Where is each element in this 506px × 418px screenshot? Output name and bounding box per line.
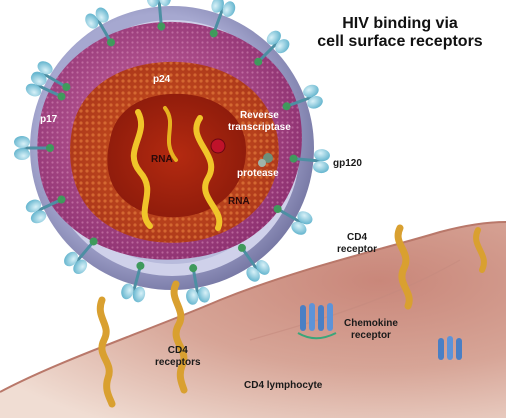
- label-rna-2: RNA: [228, 196, 250, 207]
- protease-molecule-2: [258, 159, 266, 167]
- gp120-knob: [146, 0, 159, 8]
- gp41-node: [282, 102, 291, 111]
- diagram-title: HIV binding via cell surface receptors: [300, 15, 500, 51]
- gp41-node: [289, 154, 298, 163]
- cd4-receptor-right: [394, 224, 487, 310]
- gp41-node: [89, 237, 98, 246]
- label-cd4-receptor-line2: receptor: [337, 243, 378, 255]
- gp120-knob: [73, 259, 88, 275]
- gp41-node: [46, 144, 54, 152]
- gp120-knob: [222, 1, 236, 17]
- label-chemokine-receptor-line1: Chemokine: [344, 318, 398, 329]
- gp120-knob: [313, 149, 330, 162]
- reverse-transcriptase-molecule: [210, 138, 226, 154]
- rna-strand-2: [193, 115, 223, 231]
- gp120-knob: [158, 0, 171, 7]
- label-cd4-receptor: CD4 receptor: [337, 232, 377, 255]
- gp41-node: [57, 195, 66, 204]
- chemokine-receptor-1: [297, 303, 337, 340]
- gp120-knob: [14, 148, 30, 160]
- label-reverse-transcriptase-line1: Reverse: [239, 110, 279, 121]
- gp41-node: [157, 22, 166, 31]
- gp120-knob: [37, 61, 53, 75]
- gp120-knob: [197, 286, 211, 303]
- cell-membrane: [0, 222, 506, 418]
- gp120-knob: [246, 266, 260, 282]
- title-line-1: HIV binding via: [342, 15, 458, 32]
- gp41-node: [136, 261, 145, 270]
- gp120-knob: [132, 286, 146, 303]
- gp120-knob: [121, 283, 134, 300]
- gp120-knob: [25, 199, 42, 213]
- gp41-node: [189, 264, 198, 273]
- rna-strand-1: [130, 109, 153, 229]
- gp41-node: [57, 92, 66, 101]
- label-cd4-receptors-line2: receptors: [155, 356, 201, 368]
- gp120-knob: [312, 161, 329, 174]
- cd4-receptors-left: [96, 280, 188, 408]
- gp120-knob: [303, 84, 319, 98]
- label-cd4-receptors-line1: CD4: [167, 345, 188, 356]
- protease-molecule: [263, 153, 273, 163]
- rna-strand-3: [163, 106, 178, 162]
- label-rna-1: RNA: [151, 154, 173, 165]
- gp120-knob: [186, 288, 199, 305]
- label-gp120: gp120: [333, 158, 362, 169]
- cell-surface-fold: [249, 259, 461, 341]
- gp41-node: [209, 29, 218, 38]
- gp120-knob: [307, 96, 323, 109]
- label-cd4-lymphocyte: CD4 lymphocyte: [244, 380, 323, 391]
- gp120-knob: [95, 7, 109, 23]
- cell-membrane-edge: [0, 221, 506, 393]
- label-p24: p24: [153, 74, 171, 85]
- gp41-node: [254, 57, 263, 66]
- gp120-spikes: [14, 0, 330, 305]
- gp120-knob: [25, 83, 42, 97]
- gp120-knob: [291, 221, 307, 235]
- gp120-knob: [297, 211, 313, 225]
- label-cd4-receptor-line1: CD4: [347, 232, 368, 243]
- gp120-knob: [211, 0, 224, 13]
- gp41-node: [273, 205, 282, 213]
- gp41-node: [107, 38, 115, 47]
- gp41-node: [237, 243, 246, 252]
- gp120-knob: [85, 13, 99, 29]
- label-reverse-transcriptase-line2: transcriptase: [228, 121, 291, 133]
- gp41-node: [62, 83, 71, 91]
- label-p17: p17: [40, 114, 58, 125]
- chemokine-receptor-2: [438, 336, 462, 360]
- gp120-knob: [30, 72, 47, 86]
- label-reverse-transcriptase: Reverse transcriptase: [228, 110, 291, 133]
- label-chemokine-receptor-line2: receptor: [350, 329, 391, 341]
- gp120-knob: [266, 30, 281, 45]
- label-protease: protease: [237, 168, 279, 179]
- label-cd4-receptors: CD4 receptors: [155, 345, 201, 368]
- gp120-knob: [275, 39, 290, 54]
- gp120-knob: [256, 260, 270, 275]
- label-chemokine-receptor: Chemokine receptor: [344, 318, 398, 341]
- title-line-2: cell surface receptors: [317, 33, 483, 50]
- gp120-knob: [14, 136, 30, 148]
- gp120-knob: [30, 210, 47, 224]
- gp120-knob: [64, 251, 78, 267]
